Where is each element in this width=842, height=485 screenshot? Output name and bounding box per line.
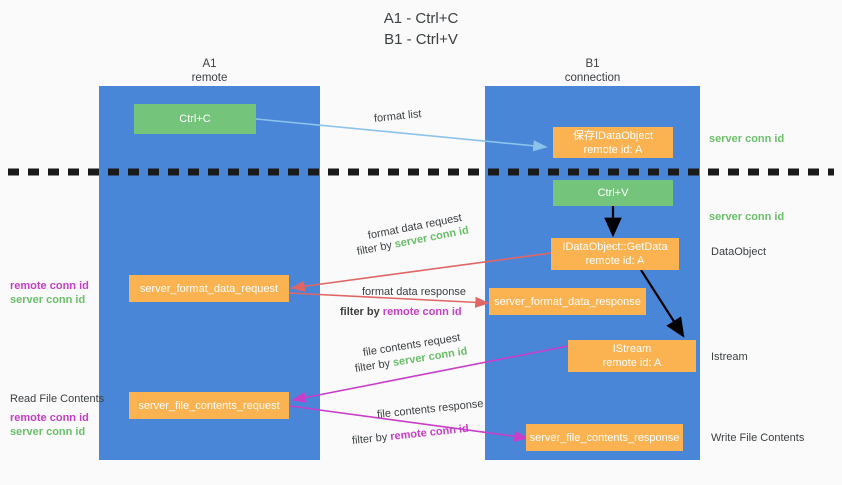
node-idataobject-getdata-line1: IDataObject::GetData [562,241,668,253]
margin-left-server-conn-id-1: server conn id [10,294,86,306]
diagram-title: A1 - Ctrl+C B1 - Ctrl+V [383,10,459,48]
filter-prefix: filter by [354,357,394,375]
column-header-left: A1 remote [99,57,320,85]
node-server-file-contents-request[interactable]: server_file_contents_request [129,392,289,419]
node-server-file-contents-request-label: server_file_contents_request [138,399,280,412]
node-server-format-data-request[interactable]: server_format_data_request [129,275,289,302]
filter-prefix: filter by [340,306,383,318]
filter-id-remote-conn-id: remote conn id [382,306,462,318]
column-left-role: remote [191,72,228,84]
node-server-format-data-response-label: server_format_data_response [494,295,641,308]
node-server-format-data-request-label: server_format_data_request [139,282,279,295]
margin-left-remote-conn-id-2: remote conn id [10,412,89,424]
edge-label-format-data-response-filter: filter by remote conn id [340,305,462,319]
node-ctrl-c[interactable]: Ctrl+C [134,104,256,134]
edge-label-format-data-response: format data response [362,285,466,299]
node-istream-line2: remote id: A [602,357,662,369]
node-save-idataobject-line1: 保存IDataObject [572,129,654,142]
margin-right-dataobject: DataObject [711,246,767,258]
edge-label-file-contents-response: file contents response [376,397,484,422]
margin-left-conn-ids-top: remote conn id server conn id [10,279,89,307]
margin-left-server-conn-id-2: server conn id [10,426,86,438]
edge-label-file-contents-response-filter: filter by remote conn id [351,422,469,448]
margin-left-conn-ids-bottom: remote conn id server conn id [10,411,89,439]
node-server-format-data-response[interactable]: server_format_data_response [489,288,646,315]
margin-right-write-file-contents: Write File Contents [711,432,805,444]
filter-prefix: filter by [355,238,396,258]
column-header-right: B1 connection [485,57,700,85]
edge-label-format-list-text: format list [373,108,423,125]
edge-label-format-data-response-text: format data response [362,286,466,298]
margin-right-server-conn-id-mid: server conn id [709,211,785,223]
node-ctrl-v-label: Ctrl+V [597,187,629,199]
filter-prefix: filter by [351,431,391,447]
margin-right-istream: Istream [711,351,748,363]
filter-id-remote-conn-id: remote conn id [389,422,470,443]
margin-right-server-conn-id-top: server conn id [709,133,785,145]
column-right-role: connection [564,72,621,84]
margin-left-read-file-contents: Read File Contents [10,393,105,405]
edge-label-format-list: format list [373,107,422,126]
column-left-name: A1 [202,58,217,70]
node-server-file-contents-response[interactable]: server_file_contents_response [526,424,683,451]
node-idataobject-getdata[interactable]: IDataObject::GetData remote id: A [551,238,679,270]
node-idataobject-getdata-line2: remote id: A [585,255,645,267]
node-istream[interactable]: IStream remote id: A [568,340,696,372]
node-ctrl-c-label: Ctrl+C [179,113,211,125]
node-save-idataobject[interactable]: 保存IDataObject remote id: A [553,127,673,158]
margin-left-remote-conn-id-1: remote conn id [10,280,89,292]
node-save-idataobject-line2: remote id: A [583,143,643,156]
node-ctrl-v[interactable]: Ctrl+V [553,180,673,206]
edge-label-file-contents-response-text: file contents response [376,397,485,421]
column-right-name: B1 [585,58,600,70]
node-istream-line1: IStream [612,343,652,355]
node-server-file-contents-response-label: server_file_contents_response [529,431,680,444]
